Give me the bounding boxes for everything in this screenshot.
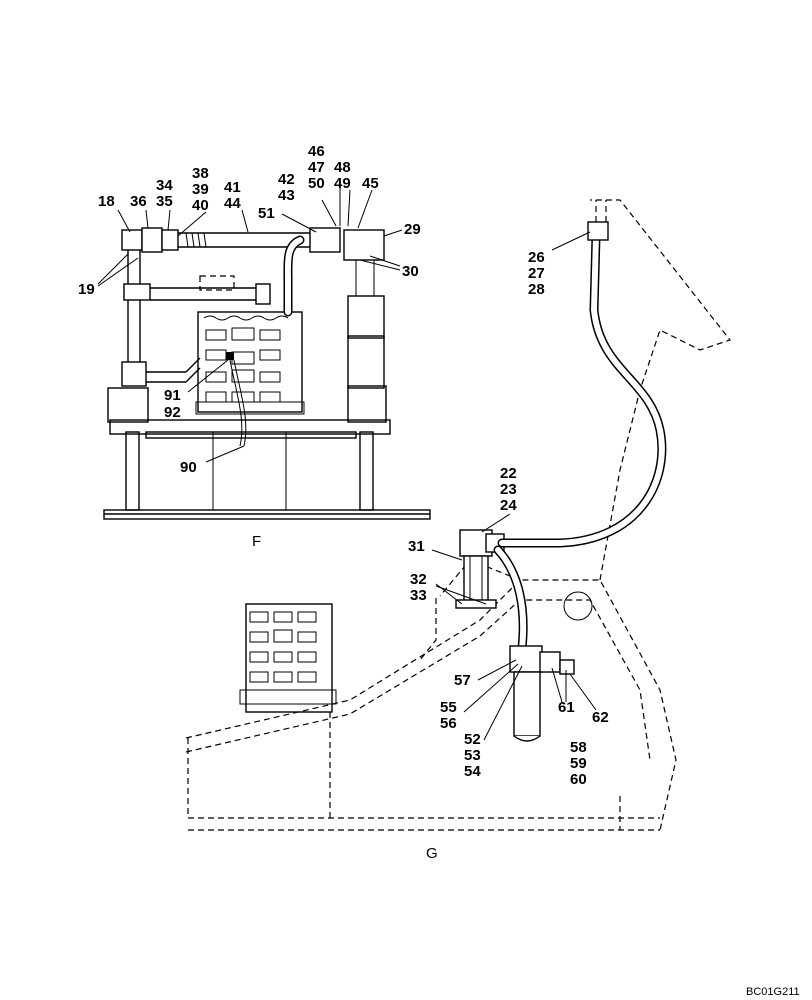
callout-90: 90 [180,459,197,476]
callout-62: 62 [592,709,609,726]
callout-56: 56 [440,715,457,732]
callout-27: 27 [528,265,545,282]
callout-19: 19 [78,281,95,298]
callout-52: 52 [464,731,481,748]
view-label-f: F [252,533,261,550]
callout-23: 23 [500,481,517,498]
callout-43: 43 [278,187,295,204]
callout-22: 22 [500,465,517,482]
callout-38: 38 [192,165,209,182]
callouts-view-f: 18 36 34 35 38 39 40 41 44 46 47 48 42 4… [78,143,421,550]
callout-34: 34 [156,177,173,194]
callout-91: 91 [164,387,181,404]
callout-33: 33 [410,587,427,604]
callout-54: 54 [464,763,481,780]
callouts-view-g: 26 27 28 22 23 24 31 32 33 57 55 56 52 5… [408,249,609,862]
callout-35: 35 [156,193,173,210]
callout-42: 42 [278,171,295,188]
callout-41: 41 [224,179,241,196]
callout-18: 18 [98,193,115,210]
callout-57: 57 [454,672,471,689]
callout-36: 36 [130,193,147,210]
callout-29: 29 [404,221,421,238]
callout-58: 58 [570,739,587,756]
view-f-drawing [103,227,431,520]
callout-53: 53 [464,747,481,764]
callout-31: 31 [408,538,425,555]
callout-55: 55 [440,699,457,716]
callout-59: 59 [570,755,587,772]
callout-28: 28 [528,281,545,298]
callout-40: 40 [192,197,209,214]
callout-48: 48 [334,159,351,176]
callout-92: 92 [164,404,181,421]
callout-49: 49 [334,175,351,192]
callout-51: 51 [258,205,275,222]
callout-47: 47 [308,159,325,176]
callout-44: 44 [224,195,241,212]
callout-30: 30 [402,263,419,280]
callout-45: 45 [362,175,379,192]
drawing-reference-code: BC01G211 [746,986,800,998]
callout-46: 46 [308,143,325,160]
view-g-drawing [185,199,731,831]
callout-60: 60 [570,771,587,788]
leader-lines [97,186,597,741]
view-label-g: G [426,845,438,862]
callout-24: 24 [500,497,517,514]
callout-32: 32 [410,571,427,588]
callout-39: 39 [192,181,209,198]
callout-26: 26 [528,249,545,266]
callout-61: 61 [558,699,575,716]
callout-50: 50 [308,175,325,192]
